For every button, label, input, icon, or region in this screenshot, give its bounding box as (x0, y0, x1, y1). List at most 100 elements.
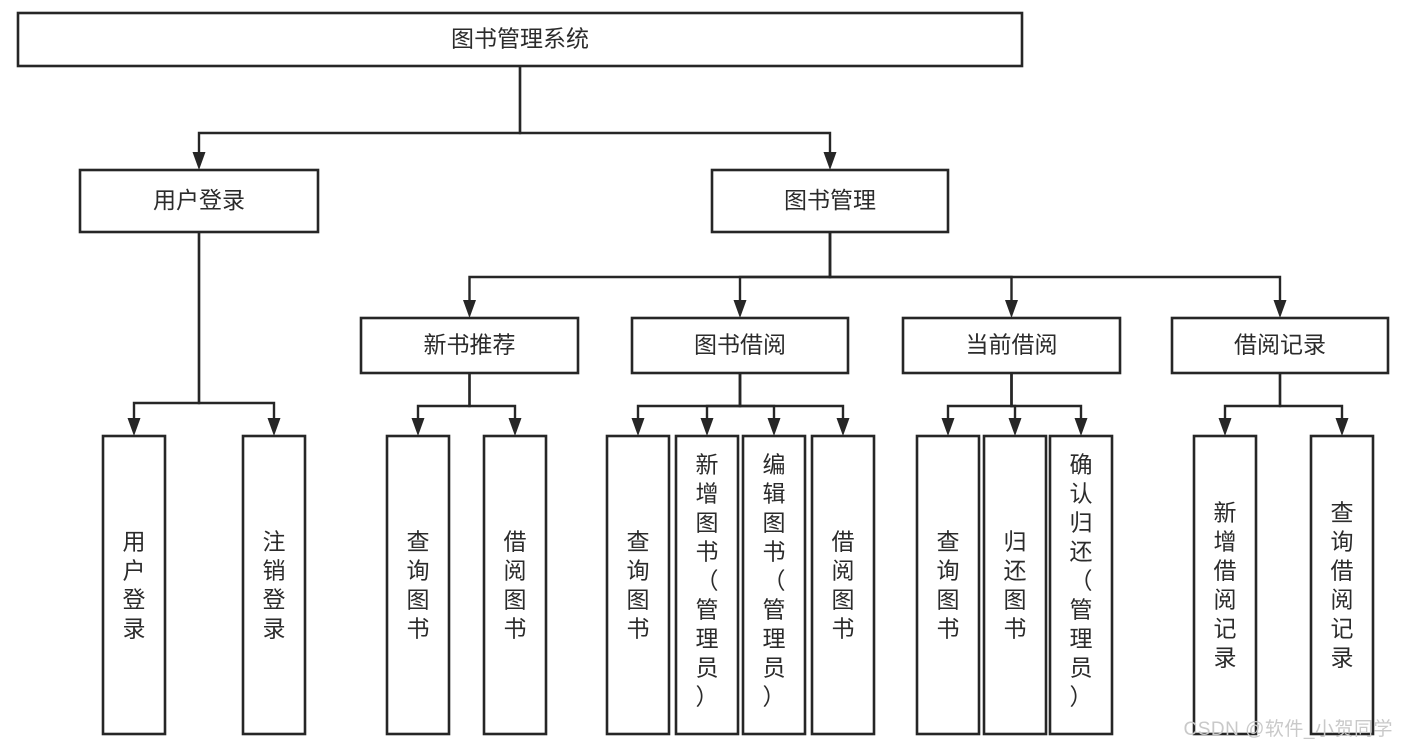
node-leaf-borrow-book-recommend[interactable]: 借阅图书 (482, 434, 548, 736)
node-book-manage[interactable]: 图书管理 (710, 168, 950, 234)
arrow-head-icon (508, 418, 522, 436)
node-box-leaf-confirm-return-admin[interactable] (1048, 434, 1114, 736)
node-label-user-login: 用户登录 (153, 187, 245, 213)
node-leaf-return-book[interactable]: 归还图书 (982, 434, 1048, 736)
connector-root-to-user-login (197, 66, 522, 154)
node-book-borrow[interactable]: 图书借阅 (630, 316, 850, 375)
arrow-head-icon (127, 418, 141, 436)
arrow-head-icon (1273, 300, 1287, 318)
connector-borrow-record-to-leaf-query-borrow-record (1278, 373, 1344, 420)
connector-book-borrow-to-leaf-query-book-borrow (636, 373, 742, 420)
connector-book-manage-to-book-borrow (738, 232, 832, 302)
node-leaf-query-book-current[interactable]: 查询图书 (915, 434, 981, 736)
node-box-book-manage[interactable] (710, 168, 950, 234)
arrow-head-icon (192, 152, 206, 170)
node-leaf-logout[interactable]: 注销登录 (241, 434, 307, 736)
node-label-borrow-record: 借阅记录 (1234, 332, 1326, 358)
node-label-leaf-query-borrow-record: 查询借阅记录 (1331, 500, 1354, 671)
arrow-head-icon (941, 418, 955, 436)
node-box-current-borrow[interactable] (901, 316, 1122, 375)
node-label-root: 图书管理系统 (451, 26, 589, 52)
node-label-new-book-recommend: 新书推荐 (424, 332, 516, 358)
connector-root-to-book-manage (518, 66, 832, 154)
arrow-head-icon (411, 418, 425, 436)
node-leaf-add-borrow-record[interactable]: 新增借阅记录 (1192, 434, 1258, 736)
node-box-leaf-user-login[interactable] (101, 434, 167, 736)
arrow-head-icon (267, 418, 281, 436)
node-label-leaf-confirm-return-admin: 确认归还（管理员） (1070, 452, 1093, 710)
node-box-leaf-query-borrow-record[interactable] (1309, 434, 1375, 736)
node-box-leaf-query-book-recommend[interactable] (385, 434, 451, 736)
arrow-head-icon (767, 418, 781, 436)
connector-book-manage-to-current-borrow (828, 232, 1013, 302)
node-box-leaf-borrow-book[interactable] (810, 434, 876, 736)
node-label-leaf-query-book-current: 查询图书 (937, 529, 960, 642)
connector-user-login-to-leaf-logout (197, 232, 276, 420)
node-new-book-recommend[interactable]: 新书推荐 (359, 316, 580, 375)
connector-book-borrow-to-leaf-edit-book-admin (738, 373, 776, 420)
connector-book-manage-to-new-book-recommend (468, 232, 832, 302)
node-label-leaf-borrow-book-recommend: 借阅图书 (504, 529, 527, 642)
node-box-leaf-logout[interactable] (241, 434, 307, 736)
node-label-leaf-query-book-borrow: 查询图书 (627, 529, 650, 642)
node-label-leaf-edit-book-admin: 编辑图书（管理员） (763, 452, 786, 710)
node-box-borrow-record[interactable] (1170, 316, 1390, 375)
node-box-new-book-recommend[interactable] (359, 316, 580, 375)
node-layer: 图书管理系统用户登录图书管理新书推荐图书借阅当前借阅借阅记录用户登录注销登录查询… (16, 11, 1390, 736)
arrow-head-icon (700, 418, 714, 436)
node-box-leaf-query-book-borrow[interactable] (605, 434, 671, 736)
connector-book-borrow-to-leaf-add-book-admin (705, 373, 742, 420)
node-label-current-borrow: 当前借阅 (966, 332, 1058, 358)
node-box-leaf-query-book-current[interactable] (915, 434, 981, 736)
arrow-head-icon (1074, 418, 1088, 436)
connector-new-book-recommend-to-leaf-borrow-book-recommend (468, 373, 517, 420)
arrow-head-icon (463, 300, 476, 318)
node-box-user-login[interactable] (78, 168, 320, 234)
node-box-leaf-add-borrow-record[interactable] (1192, 434, 1258, 736)
connector-layer (127, 66, 1349, 436)
node-leaf-query-book-recommend[interactable]: 查询图书 (385, 434, 451, 736)
node-label-book-borrow: 图书借阅 (694, 332, 786, 358)
arrow-head-icon (1335, 418, 1349, 436)
node-box-leaf-return-book[interactable] (982, 434, 1048, 736)
node-leaf-confirm-return-admin[interactable]: 确认归还（管理员） (1048, 434, 1114, 736)
node-current-borrow[interactable]: 当前借阅 (901, 316, 1122, 375)
node-leaf-edit-book-admin[interactable]: 编辑图书（管理员） (741, 434, 807, 736)
connector-current-borrow-to-leaf-confirm-return-admin (1010, 373, 1083, 420)
connector-user-login-to-leaf-user-login (132, 232, 201, 420)
node-borrow-record[interactable]: 借阅记录 (1170, 316, 1390, 375)
node-label-leaf-query-book-recommend: 查询图书 (407, 529, 430, 642)
node-box-leaf-edit-book-admin[interactable] (741, 434, 807, 736)
arrow-head-icon (1005, 300, 1018, 318)
connector-new-book-recommend-to-leaf-query-book-recommend (416, 373, 471, 420)
arrow-head-icon (1218, 418, 1232, 436)
connector-book-borrow-to-leaf-borrow-book (738, 373, 845, 420)
connector-current-borrow-to-leaf-query-book-current (946, 373, 1013, 420)
node-leaf-borrow-book[interactable]: 借阅图书 (810, 434, 876, 736)
node-label-leaf-return-book: 归还图书 (1004, 529, 1027, 642)
arrow-head-icon (1008, 418, 1022, 436)
node-label-leaf-borrow-book: 借阅图书 (832, 529, 855, 642)
arrow-head-icon (836, 418, 850, 436)
node-root[interactable]: 图书管理系统 (16, 11, 1024, 68)
node-box-book-borrow[interactable] (630, 316, 850, 375)
node-leaf-query-book-borrow[interactable]: 查询图书 (605, 434, 671, 736)
node-box-leaf-add-book-admin[interactable] (674, 434, 740, 736)
node-leaf-user-login[interactable]: 用户登录 (101, 434, 167, 736)
node-user-login[interactable]: 用户登录 (78, 168, 320, 234)
node-label-leaf-add-book-admin: 新增图书（管理员） (696, 452, 719, 710)
node-label-leaf-add-borrow-record: 新增借阅记录 (1214, 500, 1237, 671)
connector-borrow-record-to-leaf-add-borrow-record (1223, 373, 1282, 420)
node-box-leaf-borrow-book-recommend[interactable] (482, 434, 548, 736)
arrow-head-icon (733, 300, 747, 318)
node-leaf-add-book-admin[interactable]: 新增图书（管理员） (674, 434, 740, 736)
node-label-book-manage: 图书管理 (784, 187, 876, 213)
node-box-root[interactable] (16, 11, 1024, 68)
node-leaf-query-borrow-record[interactable]: 查询借阅记录 (1309, 434, 1375, 736)
connector-book-manage-to-borrow-record (828, 232, 1282, 302)
node-label-leaf-user-login: 用户登录 (123, 529, 146, 642)
arrow-head-icon (823, 152, 837, 170)
arrow-head-icon (631, 418, 645, 436)
